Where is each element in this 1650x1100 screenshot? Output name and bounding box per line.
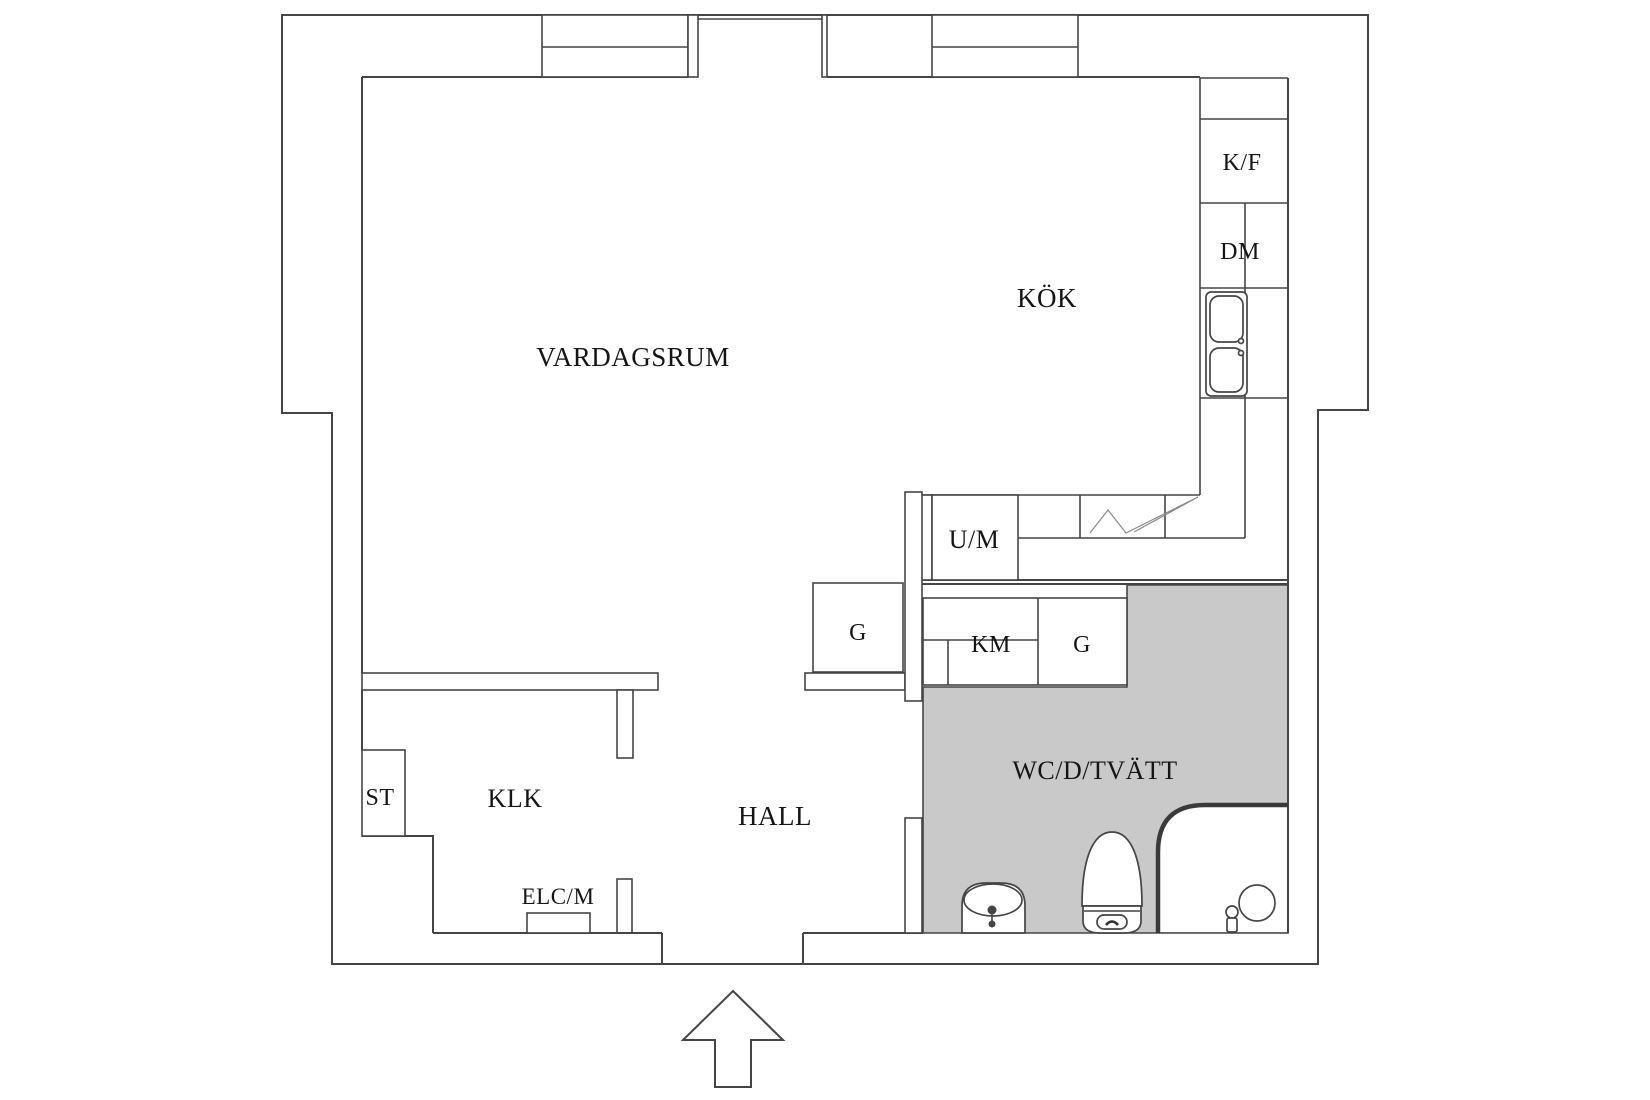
klk-north-wall [361, 672, 659, 691]
hall-wc-wall-lower-stub [904, 817, 923, 934]
mixer-body [1226, 917, 1238, 933]
hall-north-wall-segment [804, 672, 906, 691]
um-cabinet [931, 494, 1019, 581]
label-um: U/M [949, 525, 1000, 554]
sink-bowl-top [1209, 295, 1244, 343]
st-closet-box [361, 749, 406, 837]
entrance-arrow [680, 989, 786, 1088]
label-wc: WC/D/TVÄTT [1012, 756, 1177, 785]
window-pier-right [821, 14, 828, 78]
window-pier-left [687, 14, 699, 78]
label-vardagsrum: VARDAGSRUM [536, 342, 730, 372]
label-st: ST [365, 785, 394, 811]
wc-sink-basin [963, 883, 1023, 917]
label-hall: HALL [738, 801, 812, 831]
kitchen-sink-icon [1205, 291, 1248, 397]
window-right [931, 14, 1079, 78]
window-left [541, 14, 689, 78]
shower-mixer-icon [1225, 905, 1239, 933]
klk-door-stub-upper [616, 689, 634, 759]
km-g-outline [922, 597, 1128, 686]
toilet-icon [1081, 831, 1143, 934]
sink-bowl-bottom [1209, 347, 1244, 393]
toilet-bowl [1081, 831, 1143, 907]
toilet-flush-button [1105, 920, 1119, 926]
label-kf: K/F [1223, 150, 1262, 176]
wc-sink-drain [988, 920, 996, 928]
windows [541, 14, 1079, 78]
shower-circle [1238, 884, 1276, 922]
wardrobe-left-box [812, 582, 904, 673]
hall-wc-wall-upper-stub [904, 491, 923, 702]
sink-tap-dot-1 [1237, 337, 1245, 345]
shower-screen [1155, 802, 1288, 933]
km-g-cabinet [922, 597, 1128, 686]
klk-door-stub-lower [616, 878, 633, 934]
klk-step-wall [362, 835, 434, 933]
outer-wall [281, 14, 1369, 965]
label-g-right: G [1073, 632, 1091, 658]
label-g-left: G [849, 620, 867, 646]
elcm-box [526, 912, 591, 934]
shower-area [1155, 802, 1288, 933]
label-klk: KLK [488, 784, 543, 813]
kitchen [905, 77, 1289, 933]
bottom-wall-inner-face [433, 932, 923, 964]
label-kok: KÖK [1017, 283, 1077, 313]
label-dm: DM [1220, 239, 1260, 265]
mixer-knob [1225, 905, 1239, 919]
label-elcm: ELC/M [522, 884, 595, 909]
wc-sink-icon [961, 882, 1026, 934]
label-km: KM [971, 632, 1011, 658]
hob-icon [1089, 496, 1199, 534]
sink-tap-dot-2 [1237, 349, 1245, 357]
